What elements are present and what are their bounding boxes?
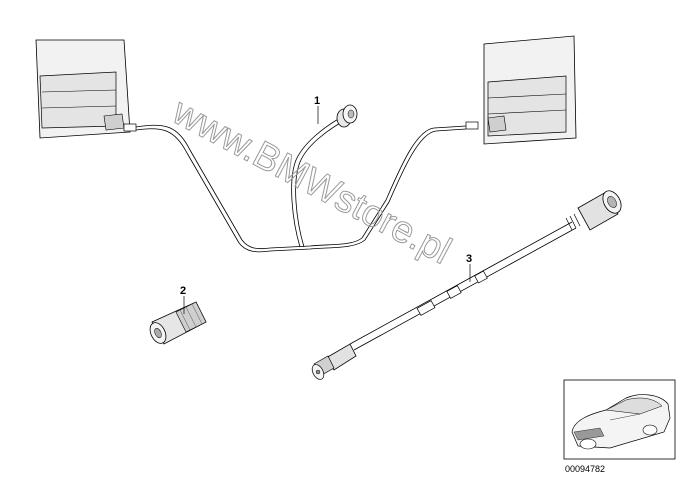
callout-leaders xyxy=(183,106,471,314)
adapter-part xyxy=(149,301,207,345)
extension-cable xyxy=(311,190,622,380)
callout-1: 1 xyxy=(314,95,320,107)
left-seat-pad xyxy=(35,39,137,139)
callout-3: 3 xyxy=(466,253,472,265)
callout-2: 2 xyxy=(180,285,186,297)
right-seat-pad xyxy=(465,35,577,145)
harness-connector xyxy=(336,104,358,128)
watermark-text: www.BMWstore.pl xyxy=(165,90,458,272)
reference-number: 00094782 xyxy=(565,464,605,474)
wiring-harness xyxy=(135,117,467,253)
car-thumbnail xyxy=(563,379,676,460)
